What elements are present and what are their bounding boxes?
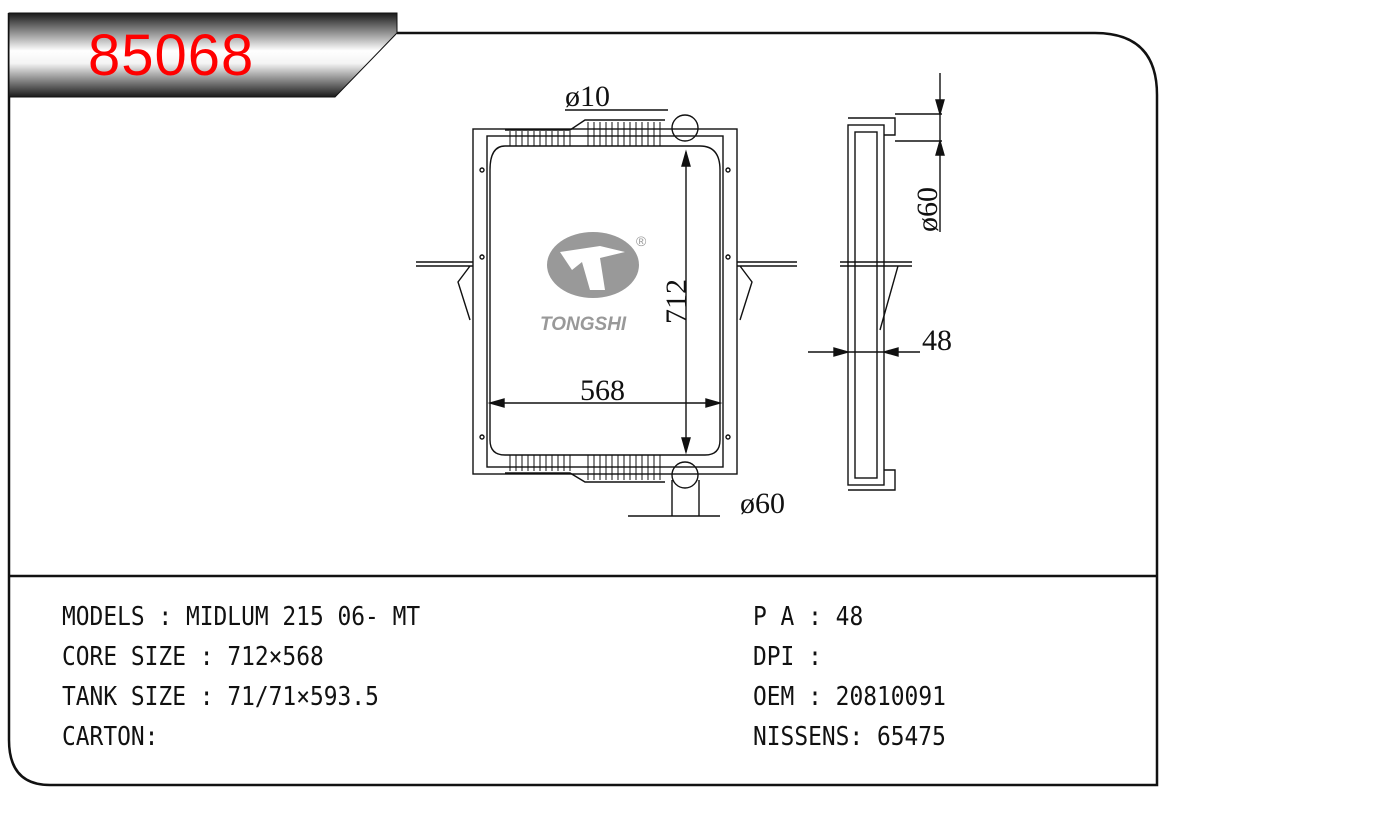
spec-label: NISSENS bbox=[753, 722, 850, 752]
spec-value: 48 bbox=[835, 602, 864, 632]
dim-inlet-label: ø10 bbox=[565, 80, 610, 113]
dim-width-label: 568 bbox=[580, 374, 625, 407]
dim-outlet-label: ø60 bbox=[740, 487, 785, 520]
spec-value: MIDLUM 215 06- MT bbox=[185, 602, 421, 632]
spec-pa: P A : 48 bbox=[753, 602, 863, 632]
spec-value: 71/71×593.5 bbox=[227, 682, 379, 712]
part-number: 85068 bbox=[88, 23, 255, 88]
spec-label: DPI bbox=[753, 642, 795, 672]
radiator-front-view bbox=[416, 109, 797, 517]
spec-oem: OEM : 20810091 bbox=[753, 682, 946, 712]
spec-value: 20810091 bbox=[835, 682, 946, 712]
spec-value: 712×568 bbox=[227, 642, 324, 672]
dim-side-pipe-label: ø60 bbox=[911, 187, 944, 232]
spec-label: P A bbox=[753, 602, 795, 632]
spec-tank-size: TANK SIZE : 71/71×593.5 bbox=[62, 682, 379, 712]
spec-sep: : bbox=[144, 602, 186, 632]
spec-sep: : bbox=[794, 602, 836, 632]
spec-sep: : bbox=[794, 642, 836, 672]
spec-sep: : bbox=[185, 642, 228, 672]
spec-sep: : bbox=[794, 682, 836, 712]
spec-label: TANK SIZE bbox=[62, 682, 186, 712]
spec-label: OEM bbox=[753, 682, 795, 712]
registered-mark: ® bbox=[636, 233, 647, 249]
spec-nissens: NISSENS: 65475 bbox=[753, 722, 946, 752]
spec-models: MODELS : MIDLUM 215 06- MT bbox=[62, 602, 420, 632]
spec-sep: : bbox=[144, 722, 159, 752]
spec-sep: : bbox=[849, 722, 877, 752]
dim-height-label: 712 bbox=[660, 279, 693, 324]
spec-sep: : bbox=[185, 682, 228, 712]
radiator-side-view bbox=[808, 73, 945, 491]
spec-carton: CARTON: bbox=[62, 722, 158, 752]
spec-core-size: CORE SIZE : 712×568 bbox=[62, 642, 324, 672]
dim-depth-label: 48 bbox=[922, 324, 952, 357]
logo-brand: TONGSHI bbox=[540, 314, 627, 335]
spec-value: 65475 bbox=[876, 722, 946, 752]
tongshi-logo: ® TONGSHI bbox=[540, 232, 647, 335]
spec-label: MODELS bbox=[62, 602, 145, 632]
spec-dpi: DPI : bbox=[753, 642, 836, 672]
spec-label: CARTON bbox=[62, 722, 145, 752]
spec-label: CORE SIZE bbox=[62, 642, 186, 672]
